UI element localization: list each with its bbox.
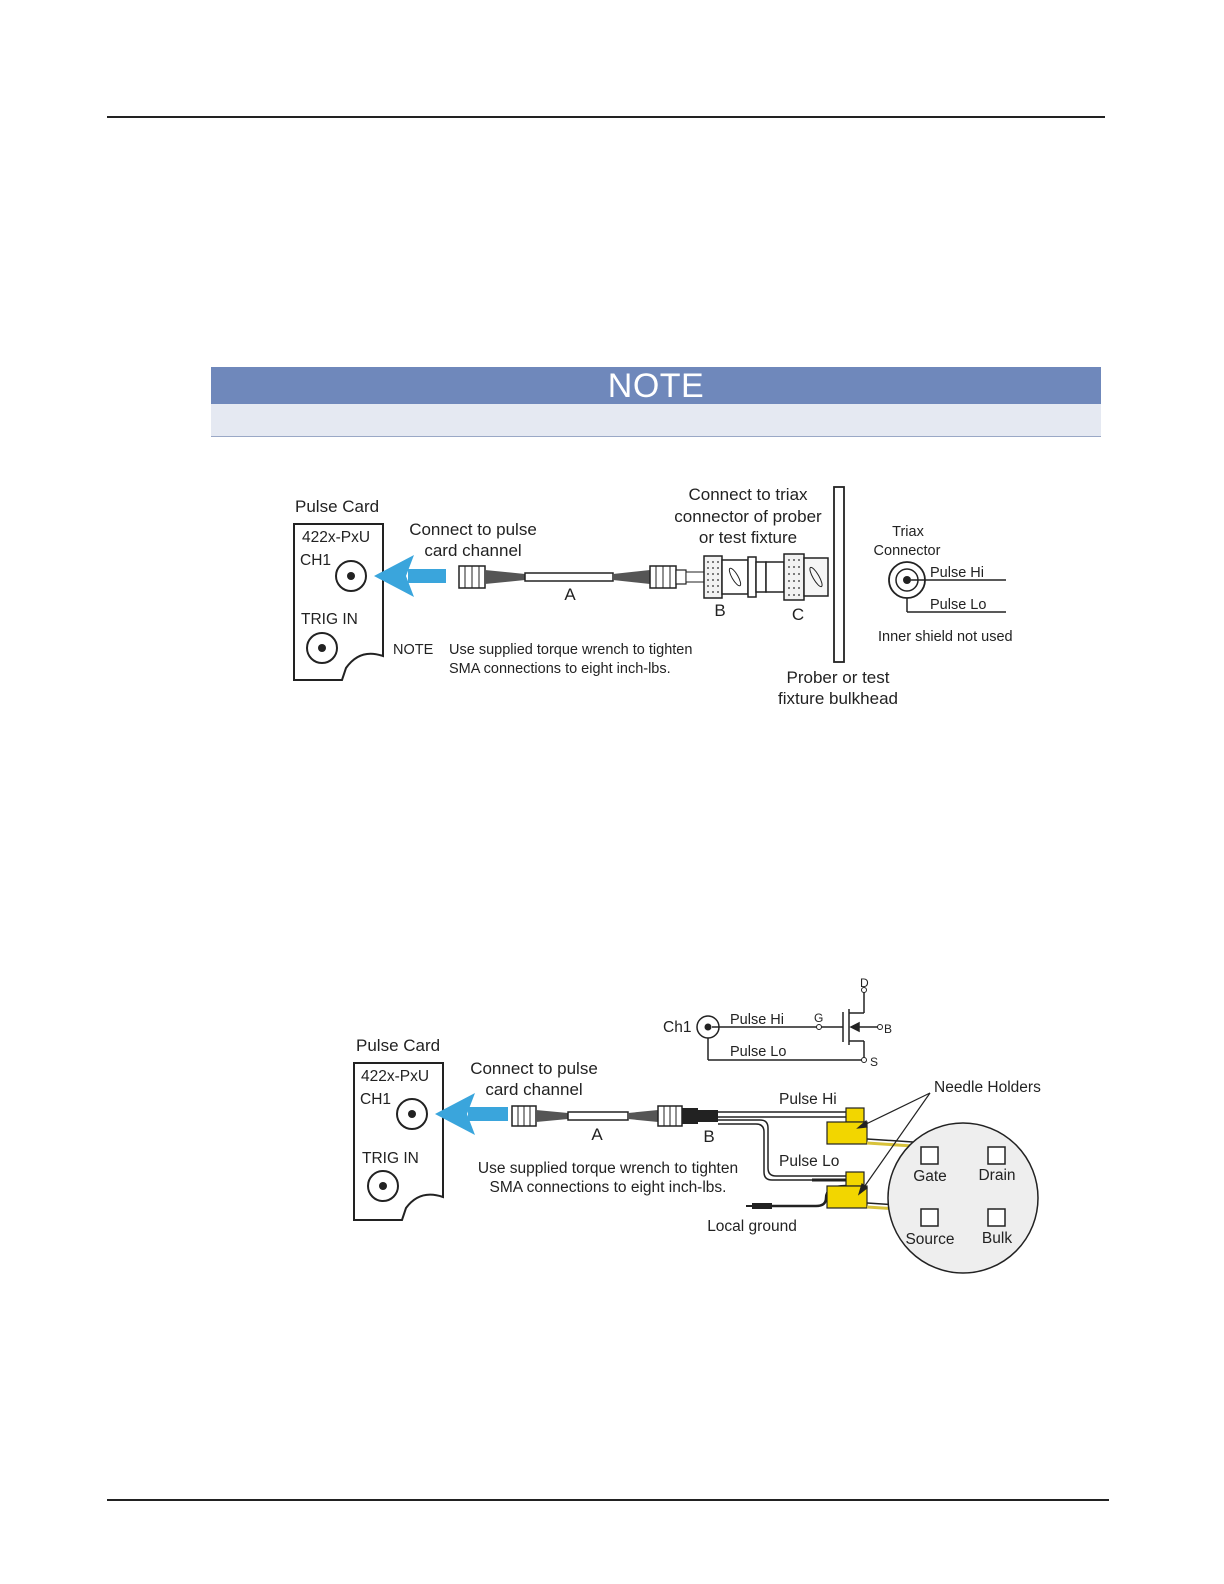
schematic-pulse-lo: Pulse Lo	[730, 1044, 786, 1060]
ch1-label: CH1	[300, 552, 331, 569]
figure-2-probe-connection: Pulse Card 422x-PxU CH1 TRIG IN Connect …	[353, 976, 1041, 1274]
connect-pulse-line2-2: card channel	[485, 1080, 582, 1099]
connect-arrow	[374, 555, 446, 597]
trig-in-connector	[306, 632, 338, 664]
pulse-card-title: Pulse Card	[295, 497, 379, 516]
bulk-label: Bulk	[982, 1230, 1012, 1247]
connect-triax-line1: Connect to triax	[688, 485, 808, 504]
schematic-pulse-hi: Pulse Hi	[730, 1012, 784, 1028]
source-label: Source	[905, 1231, 954, 1248]
bulkhead-line2: fixture bulkhead	[778, 689, 898, 708]
adapter-c-label: C	[792, 605, 804, 624]
trig-in-connector-2	[367, 1170, 399, 1202]
pulse-hi-wire-label: Pulse Hi	[779, 1091, 837, 1108]
wafer	[887, 1122, 1039, 1274]
connect-pulse-line1: Connect to pulse	[409, 520, 537, 539]
header-rule	[107, 116, 1105, 118]
drain-node	[861, 987, 867, 993]
footer-rule	[107, 1499, 1109, 1501]
bulk-pad	[987, 1208, 1006, 1227]
cable-a-2	[511, 1105, 683, 1127]
source-pad	[920, 1208, 939, 1227]
note-box: NOTE	[211, 367, 1101, 438]
inner-shield-note: Inner shield not used	[878, 629, 1013, 645]
schematic-ch1-label: Ch1	[663, 1019, 691, 1036]
gate-label: Gate	[913, 1168, 947, 1185]
triax-connector-symbol	[888, 561, 1006, 613]
needle-holders-label: Needle Holders	[934, 1079, 1041, 1096]
connect-arrow-2	[435, 1093, 508, 1135]
pulse-card-panel-2	[353, 1062, 444, 1221]
card-model: 422x-PxU	[302, 529, 370, 546]
figure1-note-line1: Use supplied torque wrench to tighten	[449, 642, 692, 658]
ch1-connector-2	[396, 1098, 428, 1130]
connect-pulse-line1-2: Connect to pulse	[470, 1059, 598, 1078]
connect-triax-line2: connector of prober	[674, 507, 822, 526]
torque-note-line1: Use supplied torque wrench to tighten	[478, 1160, 738, 1177]
bulkhead-line1: Prober or test	[787, 668, 890, 687]
triax-pulse-hi: Pulse Hi	[930, 565, 984, 581]
ch1-connector	[335, 560, 367, 592]
schematic-b: B	[884, 1022, 892, 1036]
gate-node	[816, 1024, 822, 1030]
drain-label: Drain	[978, 1167, 1015, 1184]
schematic-d: D	[860, 976, 869, 990]
drain-pad	[987, 1146, 1006, 1165]
adapter-b-label-2: B	[703, 1127, 714, 1146]
cable-a-label: A	[564, 585, 576, 604]
trig-in-label-2: TRIG IN	[362, 1150, 419, 1167]
adapter-b-label: B	[714, 601, 725, 620]
mosfet-symbol	[842, 992, 878, 1058]
adapter-b	[685, 555, 767, 599]
cable-a-label-2: A	[591, 1125, 603, 1144]
connect-triax-line3: or test fixture	[699, 528, 797, 547]
pulse-card-title-2: Pulse Card	[356, 1036, 440, 1055]
connect-pulse-line2: card channel	[424, 541, 521, 560]
figure1-note-label: NOTE	[393, 642, 434, 658]
pulse-card-panel	[293, 523, 384, 681]
note-title: NOTE	[211, 367, 1101, 405]
bulkhead-panel	[833, 486, 845, 663]
adapter-c	[765, 553, 829, 601]
bulk-node	[877, 1024, 883, 1030]
adapter-b-2	[682, 1108, 846, 1181]
trig-in-label: TRIG IN	[301, 611, 358, 628]
schematic-s: S	[870, 1055, 878, 1069]
schematic-g: G	[814, 1011, 823, 1025]
figure1-note-line2: SMA connections to eight inch-lbs.	[449, 661, 671, 677]
triax-label-line1: Triax	[892, 524, 924, 540]
needle-holders-pointers	[856, 1092, 931, 1196]
torque-note-line2: SMA connections to eight inch-lbs.	[490, 1179, 727, 1196]
ch1-label-2: CH1	[360, 1091, 391, 1108]
needle-holder-top	[826, 1107, 914, 1148]
gate-pad	[920, 1146, 939, 1165]
triax-label-line2: Connector	[874, 543, 941, 559]
local-ground-label: Local ground	[707, 1218, 797, 1235]
pulse-lo-wire-label: Pulse Lo	[779, 1153, 839, 1170]
source-node	[861, 1057, 867, 1063]
card-model-2: 422x-PxU	[361, 1068, 429, 1085]
note-body	[211, 404, 1101, 437]
cable-a	[458, 565, 687, 589]
triax-pulse-lo: Pulse Lo	[930, 597, 986, 613]
figure-1-triax-connection: Pulse Card 422x-PxU CH1 TRIG IN Connect …	[293, 485, 1013, 708]
